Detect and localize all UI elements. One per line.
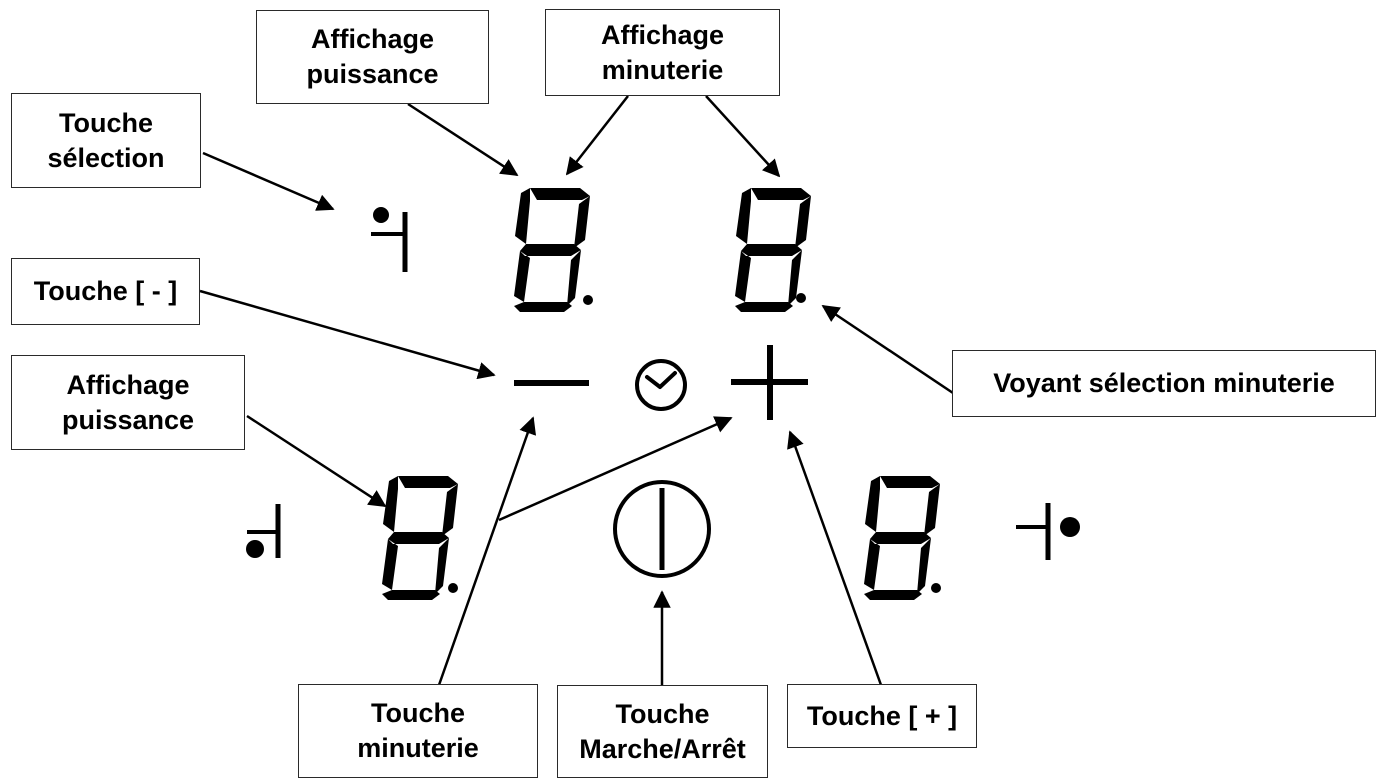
zone-selector-bottom-left-icon — [246, 504, 281, 558]
callout-line: sélection — [47, 142, 165, 173]
arrow-plus-key — [787, 430, 883, 686]
callout-line: minuterie — [357, 733, 479, 763]
zone-selector-bottom-right-icon — [1016, 503, 1080, 560]
callout-on-off-key: Touche Marche/Arrêt — [557, 685, 768, 778]
timer-display — [735, 188, 811, 312]
callout-plus-key: Touche [ + ] — [787, 684, 977, 748]
arrow-timer-display-left — [565, 95, 629, 176]
arrow-power-display-top — [407, 102, 519, 177]
arrow-power-display-left — [246, 414, 387, 508]
callout-line: Affichage — [600, 19, 725, 50]
callout-timer-indicator: Voyant sélection minuterie — [952, 350, 1376, 417]
callout-line: Touche [ + ] — [806, 700, 958, 731]
callout-line: puissance — [306, 59, 439, 89]
arrow-timer-indicator — [821, 304, 954, 395]
callout-timer-display: Affichage minuterie — [545, 9, 780, 96]
power-icon[interactable] — [613, 480, 711, 578]
callout-line: Touche — [59, 107, 153, 138]
power-display-bottom-right — [864, 476, 941, 600]
callout-minus-key: Touche [ - ] — [11, 258, 200, 325]
callout-line: Touche — [615, 698, 710, 729]
callout-timer-key: Touche minuterie — [298, 684, 538, 778]
zone-selector-top-left-icon — [371, 207, 408, 272]
callout-line: Affichage — [310, 24, 435, 54]
callout-selection-key: Touche sélection — [11, 93, 201, 188]
callout-power-display-left: Affichage puissance — [11, 355, 245, 450]
clock-icon[interactable] — [635, 359, 687, 411]
arrow-timer-key-to-minus — [437, 416, 537, 686]
callout-line: Affichage — [66, 369, 190, 400]
arrow-minus-key — [199, 289, 496, 380]
power-display-top-left — [514, 188, 593, 312]
leader-arrows — [199, 95, 954, 686]
callout-power-display-top: Affichage puissance — [256, 10, 489, 104]
arrow-timer-key-to-plus — [498, 416, 733, 522]
plus-icon[interactable] — [731, 345, 808, 420]
callout-line: Touche — [371, 698, 465, 728]
arrow-selection-key — [202, 151, 335, 211]
callout-line: Voyant sélection minuterie — [993, 368, 1335, 398]
power-display-bottom-left — [382, 476, 458, 600]
arrow-timer-display-right — [705, 95, 781, 178]
callout-line: puissance — [61, 404, 195, 435]
callout-line: minuterie — [601, 54, 724, 85]
callout-line: Touche [ - ] — [33, 276, 178, 306]
callout-line: Marche/Arrêt — [579, 733, 746, 764]
